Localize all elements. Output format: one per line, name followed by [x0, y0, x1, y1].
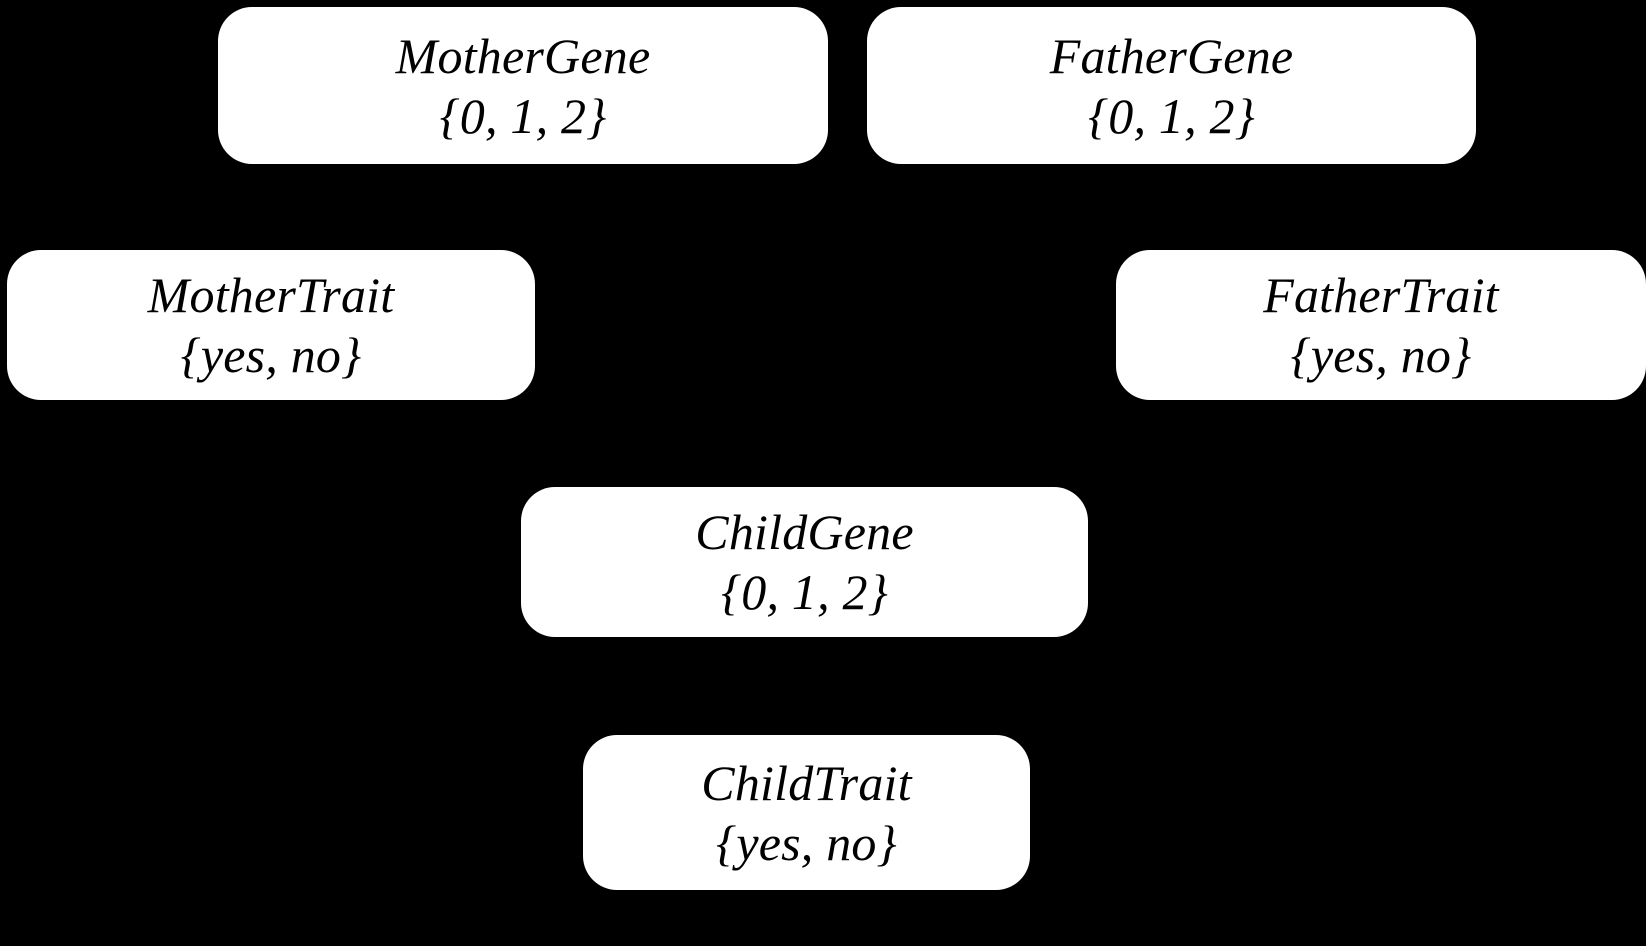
node-mother-gene-domain: {0, 1, 2} [439, 87, 607, 144]
node-mother-trait-domain: {yes, no} [180, 327, 362, 383]
node-father-gene-label: FatherGene [1049, 27, 1294, 84]
node-child-trait-domain: {yes, no} [716, 814, 897, 871]
node-child-gene[interactable]: ChildGene {0, 1, 2} [521, 487, 1088, 637]
node-child-gene-label: ChildGene [695, 504, 914, 560]
node-father-trait[interactable]: FatherTrait {yes, no} [1116, 250, 1646, 400]
node-child-gene-domain: {0, 1, 2} [721, 564, 888, 620]
node-child-trait[interactable]: ChildTrait {yes, no} [583, 735, 1030, 890]
node-father-gene-domain: {0, 1, 2} [1088, 87, 1255, 144]
node-mother-gene[interactable]: MotherGene {0, 1, 2} [218, 7, 828, 164]
node-mother-trait[interactable]: MotherTrait {yes, no} [7, 250, 535, 400]
node-father-trait-domain: {yes, no} [1290, 327, 1472, 383]
node-child-trait-label: ChildTrait [701, 754, 912, 811]
node-mother-gene-label: MotherGene [395, 27, 651, 84]
node-father-trait-label: FatherTrait [1263, 267, 1499, 323]
node-mother-trait-label: MotherTrait [147, 267, 395, 323]
node-father-gene[interactable]: FatherGene {0, 1, 2} [867, 7, 1476, 164]
